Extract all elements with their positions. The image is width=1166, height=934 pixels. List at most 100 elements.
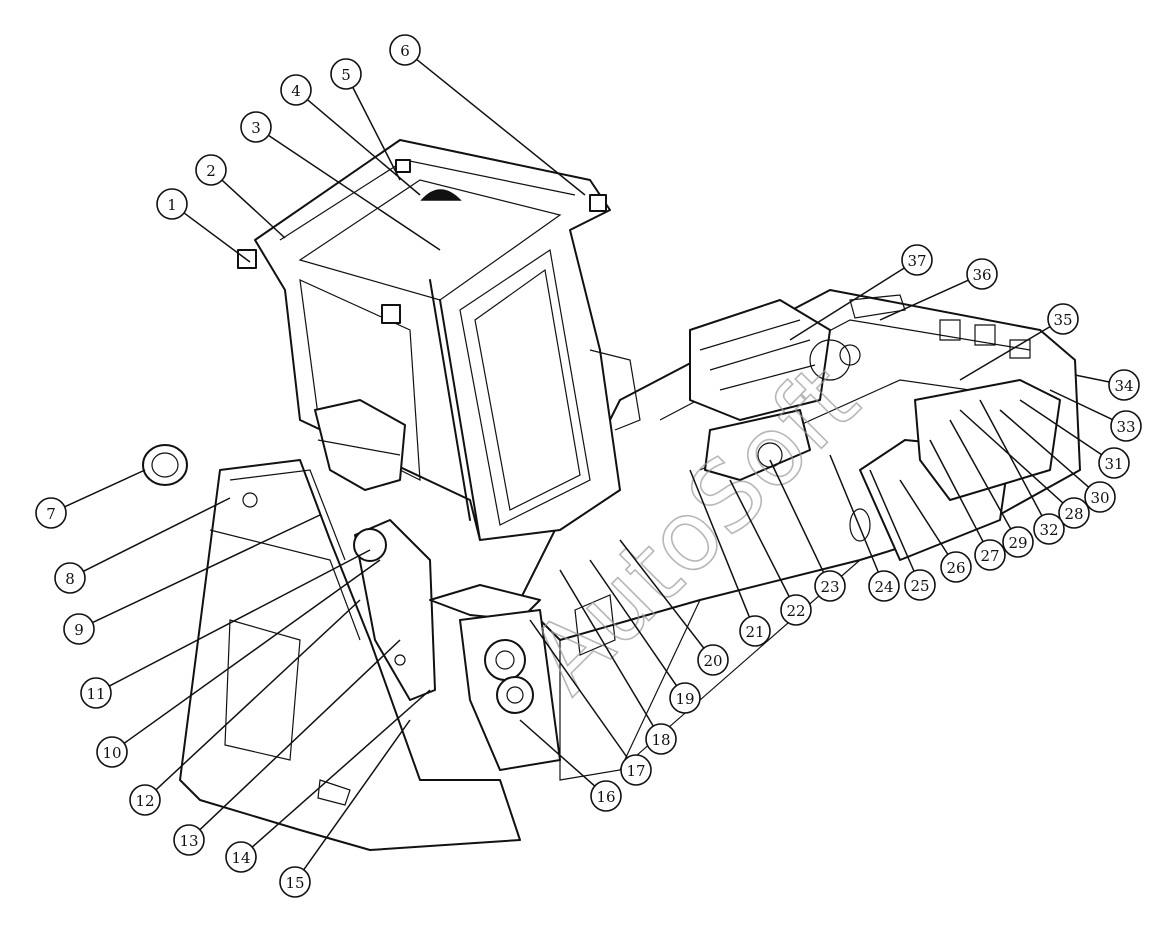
leader-line-10 bbox=[123, 559, 381, 744]
machine-drawing bbox=[142, 139, 1081, 851]
callout-25: 25 bbox=[904, 569, 936, 601]
callout-circle bbox=[330, 58, 362, 90]
callout-number: 19 bbox=[675, 690, 694, 708]
callout-number: 9 bbox=[74, 621, 84, 639]
callout-number: 17 bbox=[626, 762, 645, 780]
leader-line-16 bbox=[519, 719, 596, 787]
callout-circle bbox=[1047, 303, 1079, 335]
callout-13: 13 bbox=[173, 824, 205, 856]
callout-2: 2 bbox=[195, 154, 227, 186]
callout-circle bbox=[240, 111, 272, 143]
callout-circle bbox=[974, 539, 1006, 571]
callout-34: 34 bbox=[1108, 369, 1140, 401]
callout-23: 23 bbox=[814, 570, 846, 602]
callout-number: 22 bbox=[786, 602, 805, 620]
callout-10: 10 bbox=[96, 736, 128, 768]
leader-line-12 bbox=[155, 599, 361, 791]
callout-number: 11 bbox=[86, 685, 105, 703]
leader-line-4 bbox=[306, 99, 421, 196]
leader-line-22 bbox=[729, 479, 790, 597]
leader-line-7 bbox=[64, 469, 146, 508]
callout-number: 10 bbox=[102, 744, 121, 762]
callout-9: 9 bbox=[63, 613, 95, 645]
leader-line-19 bbox=[589, 559, 678, 687]
callout-number: 37 bbox=[907, 252, 926, 270]
callout-number: 1 bbox=[167, 196, 177, 214]
callout-number: 28 bbox=[1064, 505, 1083, 523]
callout-1: 1 bbox=[156, 188, 188, 220]
callout-28: 28 bbox=[1058, 497, 1090, 529]
callout-number: 18 bbox=[651, 731, 670, 749]
callout-number: 23 bbox=[820, 578, 839, 596]
callout-circle bbox=[156, 188, 188, 220]
callout-number: 21 bbox=[745, 623, 764, 641]
leader-line-8 bbox=[83, 497, 231, 572]
callout-number: 35 bbox=[1053, 311, 1072, 329]
callout-12: 12 bbox=[129, 784, 161, 816]
leader-line-29 bbox=[949, 419, 1012, 530]
leader-line-14 bbox=[251, 689, 431, 848]
callout-circle bbox=[669, 682, 701, 714]
callout-circle bbox=[966, 258, 998, 290]
leader-line-36 bbox=[879, 279, 969, 321]
callout-29: 29 bbox=[1002, 526, 1034, 558]
callout-number: 29 bbox=[1008, 534, 1027, 552]
callout-circle bbox=[1033, 513, 1065, 545]
callout-number: 16 bbox=[596, 788, 615, 806]
callout-circle bbox=[814, 570, 846, 602]
leader-line-31 bbox=[1019, 399, 1102, 456]
callout-circle bbox=[780, 594, 812, 626]
leader-line-27 bbox=[929, 439, 984, 543]
leader-line-26 bbox=[899, 479, 949, 555]
callout-number: 14 bbox=[231, 849, 250, 867]
callout-15: 15 bbox=[279, 866, 311, 898]
callout-number: 24 bbox=[874, 578, 893, 596]
leader-line-3 bbox=[268, 134, 441, 251]
callout-19: 19 bbox=[669, 682, 701, 714]
callout-circle bbox=[940, 551, 972, 583]
callout-number: 12 bbox=[135, 792, 154, 810]
leader-line-37 bbox=[789, 267, 905, 341]
leader-line-25 bbox=[869, 469, 915, 572]
callout-number: 26 bbox=[946, 559, 965, 577]
leader-line-9 bbox=[92, 514, 321, 624]
leader-line-15 bbox=[303, 719, 411, 871]
callout-circle bbox=[35, 497, 67, 529]
callout-30: 30 bbox=[1084, 481, 1116, 513]
callout-circle bbox=[225, 841, 257, 873]
callout-22: 22 bbox=[780, 594, 812, 626]
callout-16: 16 bbox=[590, 780, 622, 812]
rear-frame bbox=[519, 289, 1081, 781]
callout-31: 31 bbox=[1098, 447, 1130, 479]
callout-circle bbox=[54, 562, 86, 594]
callout-circle bbox=[1084, 481, 1116, 513]
callout-5: 5 bbox=[330, 58, 362, 90]
callout-21: 21 bbox=[739, 615, 771, 647]
callout-circle bbox=[590, 780, 622, 812]
callout-number: 8 bbox=[65, 570, 75, 588]
leader-line-13 bbox=[199, 639, 401, 831]
callout-36: 36 bbox=[966, 258, 998, 290]
callout-17: 17 bbox=[620, 754, 652, 786]
leader-line-23 bbox=[769, 459, 825, 573]
callout-circle bbox=[96, 736, 128, 768]
callout-number: 33 bbox=[1116, 418, 1135, 436]
callout-27: 27 bbox=[974, 539, 1006, 571]
callout-number: 27 bbox=[980, 547, 999, 565]
callout-number: 7 bbox=[46, 505, 56, 523]
callout-circle bbox=[63, 613, 95, 645]
callout-4: 4 bbox=[280, 74, 312, 106]
front-frame bbox=[142, 444, 561, 851]
callout-number: 15 bbox=[285, 874, 304, 892]
leader-line-28 bbox=[959, 409, 1064, 504]
leader-line-5 bbox=[352, 87, 401, 181]
leader-line-24 bbox=[829, 454, 879, 573]
callout-circle bbox=[645, 723, 677, 755]
callout-circle bbox=[1002, 526, 1034, 558]
leader-line-11 bbox=[108, 549, 371, 687]
callout-26: 26 bbox=[940, 551, 972, 583]
leader-line-35 bbox=[959, 325, 1051, 381]
callout-circle bbox=[280, 74, 312, 106]
